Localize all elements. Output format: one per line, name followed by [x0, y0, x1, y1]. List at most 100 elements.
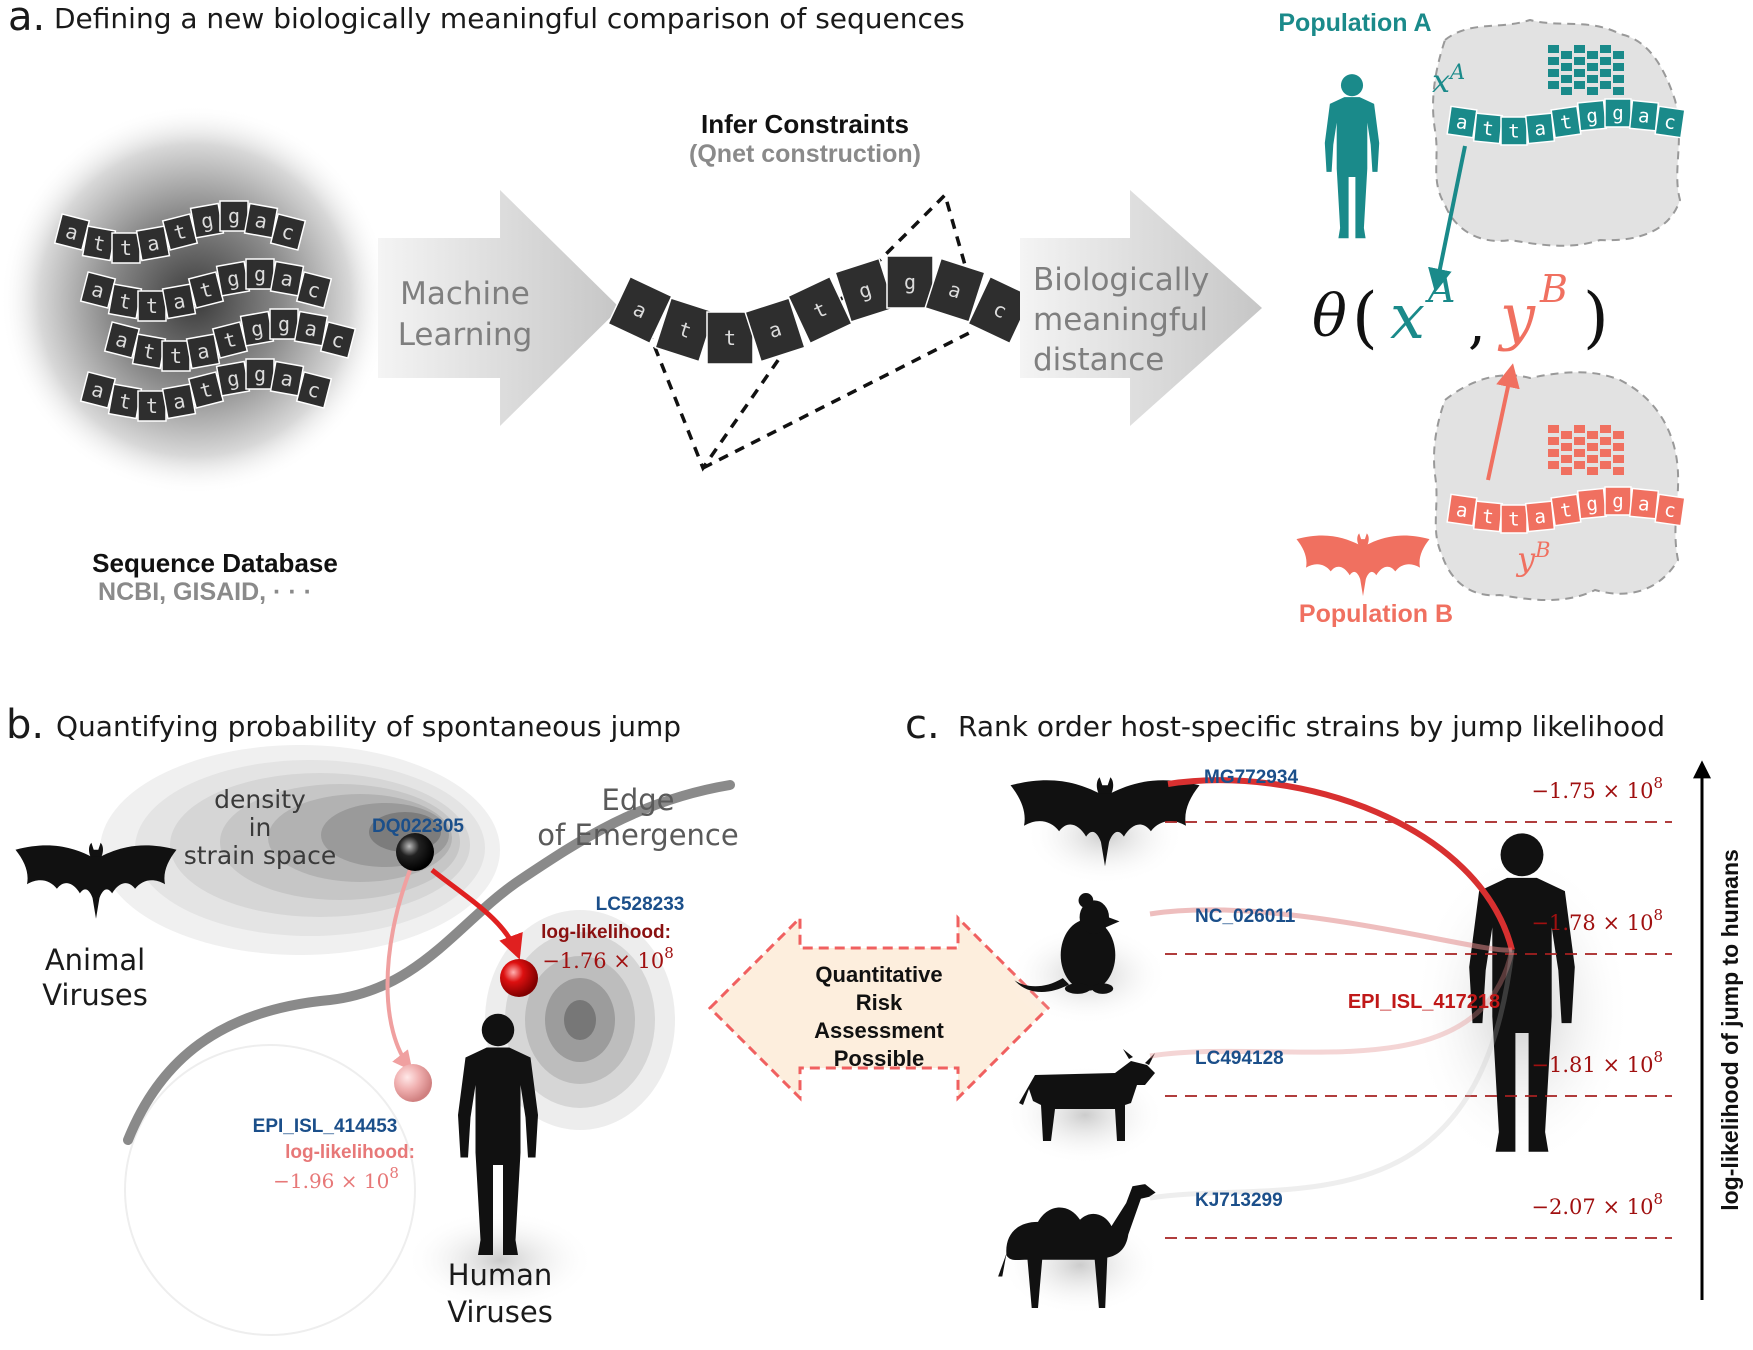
source-strain-id: DQ022305	[372, 816, 464, 837]
stack-chip	[1600, 69, 1611, 77]
sequence-cell: t	[81, 225, 117, 262]
sequence-cell: t	[137, 290, 167, 322]
sequence-cell: t	[137, 390, 167, 422]
sequence-letter: t	[1481, 117, 1495, 140]
stack-chip	[1561, 51, 1572, 59]
sequence-cell-box	[269, 308, 299, 340]
population-b-cloud	[1433, 371, 1680, 601]
sequence-cell: c	[1654, 493, 1686, 527]
sequence-letter: t	[1559, 111, 1573, 134]
sequence-letter: t	[1481, 505, 1495, 528]
likelihood-axis-label: log-likelihood of jump to humans	[1717, 849, 1743, 1211]
sequence-cell: a	[135, 225, 171, 262]
svg-text:A: A	[1425, 267, 1455, 311]
stack-chip	[1587, 431, 1598, 439]
sequence-cell: g	[886, 255, 934, 309]
sequence-cell-box	[787, 275, 853, 345]
density-label-3: strain space	[184, 841, 337, 870]
human-viruses-label-1: Human	[448, 1258, 553, 1292]
sequence-letter: g	[278, 312, 290, 336]
y-b-label: yB	[1515, 538, 1551, 578]
target-strain-ball-pink	[394, 1064, 432, 1102]
target2-ll-label: log-likelihood:	[285, 1142, 415, 1163]
sequence-letter: t	[197, 377, 215, 403]
risk-assessment-arrow: Quantitative Risk Assessment Possible	[707, 914, 1051, 1102]
host-strain-id: MG772934	[1204, 767, 1298, 788]
panel-a: a. Defining a new biologically meaningfu…	[0, 0, 1686, 628]
sequence-cell: g	[834, 257, 896, 323]
sequence-cell-box	[185, 333, 221, 370]
sequence-cell-box	[295, 371, 333, 409]
host-strain-id: KJ713299	[1195, 1190, 1283, 1211]
sequence-letter: t	[117, 288, 133, 314]
sequence-cell: a	[185, 333, 221, 370]
panel-c-letter: c.	[905, 702, 940, 748]
density-label-2: in	[249, 813, 272, 842]
ml-label-line1: Machine	[400, 276, 530, 312]
sequence-letter: a	[171, 288, 187, 314]
stack-chip	[1574, 425, 1585, 433]
sequence-letter: g	[225, 366, 241, 392]
host-ll-value: −1.81 × 108	[1531, 1048, 1663, 1077]
sequence-letter: a	[279, 366, 295, 392]
jump-arrow-pink	[385, 869, 413, 1072]
sequence-letter: a	[145, 230, 161, 256]
source-strain-ball	[396, 833, 434, 871]
target2-strain-id: EPI_ISL_414453	[253, 1116, 398, 1137]
jump-curve	[1149, 949, 1515, 1201]
database-title: Sequence Database	[92, 548, 338, 578]
sequence-cell-box	[161, 283, 197, 320]
sequence-cell: t	[131, 333, 167, 370]
jump-curve	[1167, 777, 1515, 951]
sequence-letter: a	[303, 316, 319, 342]
edge-of-emergence-curve	[123, 780, 735, 1145]
sequence-cell: t	[107, 283, 143, 320]
sequence-letter: a	[113, 327, 131, 353]
risk-line-4: Possible	[834, 1046, 924, 1071]
panel-b-letter: b.	[6, 702, 44, 748]
host-row: NC_026011−1.78 × 108	[1008, 893, 1672, 1025]
sequence-letter: t	[170, 344, 182, 368]
stack-chip	[1574, 81, 1585, 89]
sequence-letter: t	[171, 219, 189, 245]
sequence-cell: t	[1550, 493, 1582, 527]
edge-label-2: of Emergence	[537, 818, 738, 852]
host-row: KJ713299−2.07 × 108	[998, 949, 1672, 1315]
stack-chip	[1548, 45, 1559, 53]
sequence-cell: g	[1576, 487, 1608, 520]
stack-chip	[1600, 81, 1611, 89]
density-label-1: density	[214, 785, 306, 814]
sequence-cell-box	[135, 225, 171, 262]
stack-chip	[1600, 57, 1611, 65]
sequence-cell: a	[607, 275, 673, 345]
sequence-cell: g	[1604, 98, 1632, 128]
stack-chip	[1548, 449, 1559, 457]
ml-label-line2: Learning	[398, 317, 533, 353]
sequence-cell: g	[245, 258, 275, 290]
sequence-cell-box	[744, 297, 806, 363]
animal-viruses-label-1: Animal	[45, 943, 145, 977]
sequence-letter: t	[221, 327, 239, 353]
sequence-cell: t	[1550, 105, 1582, 139]
target1-ll-label: log-likelihood:	[541, 922, 671, 943]
sequence-letter: c	[1663, 499, 1677, 522]
stack-chip	[1548, 57, 1559, 65]
sequence-cell: t	[706, 311, 754, 365]
stack-chip	[1600, 437, 1611, 445]
jump-curve	[1149, 949, 1515, 1059]
host-ll-value: −1.78 × 108	[1531, 906, 1663, 935]
sequence-cell: g	[1576, 99, 1608, 132]
sequence-cell: a	[924, 257, 986, 323]
stack-chip	[1587, 75, 1598, 83]
sequence-cell: c	[269, 213, 307, 251]
stack-chip	[1613, 443, 1624, 451]
stack-chip	[1561, 431, 1572, 439]
panel-c: c. Rank order host-specific strains by j…	[905, 702, 1743, 1315]
sequence-letter: g	[1585, 493, 1599, 516]
sequence-letter: t	[141, 338, 157, 364]
sequence-letter: t	[120, 236, 132, 260]
human-a-icon	[1324, 74, 1380, 239]
